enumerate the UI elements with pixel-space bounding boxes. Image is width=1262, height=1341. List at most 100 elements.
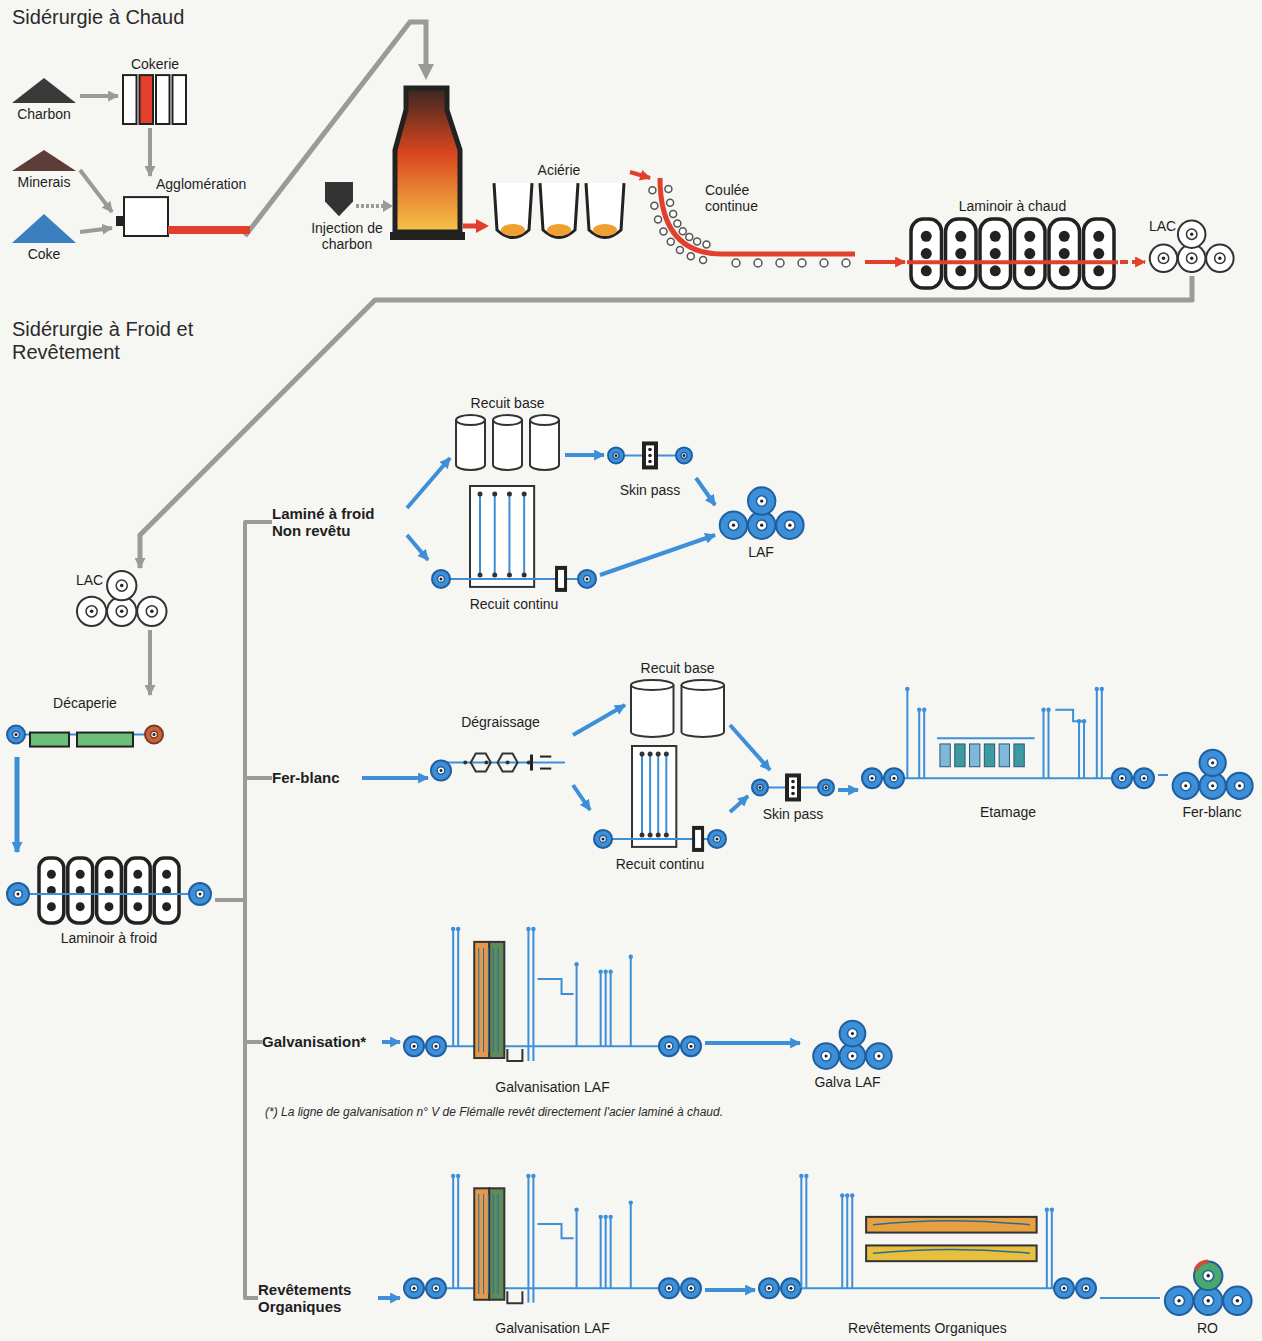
coil	[884, 768, 904, 788]
icon-stroke	[687, 1285, 695, 1293]
icon-stroke	[452, 1176, 454, 1288]
flow-arrow	[215, 522, 272, 900]
icon-stroke	[922, 708, 926, 712]
icon-stroke	[868, 774, 876, 782]
flow-arrow	[80, 228, 112, 232]
icon-stroke	[1024, 231, 1035, 242]
icon-stroke	[768, 1287, 771, 1290]
branch-title: Revêtements Organiques	[258, 1281, 373, 1316]
equipment-node: Recuit continu	[590, 742, 730, 872]
icon-stroke	[923, 710, 925, 778]
icon-stroke	[1207, 1274, 1210, 1277]
batch-furnace	[456, 420, 485, 470]
icon-stroke	[1078, 721, 1080, 778]
coil	[681, 1036, 701, 1056]
equipment-node: Recuit base	[450, 395, 565, 473]
icon-stroke	[410, 1285, 418, 1293]
icon-stroke	[1095, 687, 1099, 691]
icon-stroke	[150, 610, 154, 614]
icon-stroke	[630, 957, 632, 1046]
icon-stroke	[716, 837, 719, 840]
icon-stroke	[501, 224, 525, 236]
flow-arrow	[865, 260, 905, 264]
icon-stroke	[598, 969, 602, 973]
coil	[1165, 1286, 1193, 1314]
flow-arrow	[15, 757, 20, 852]
equipment-icon	[590, 742, 730, 872]
icon-stroke	[657, 754, 659, 835]
icon-stroke	[493, 948, 494, 1052]
coil	[7, 726, 25, 744]
tinning-cell	[940, 744, 950, 767]
icon-stroke	[537, 1224, 573, 1238]
coil	[578, 570, 596, 588]
icon-stroke	[1215, 253, 1225, 263]
icon-stroke	[1051, 1210, 1053, 1289]
icon-stroke	[151, 731, 158, 738]
icon-stroke	[508, 494, 510, 575]
coil	[659, 1036, 679, 1056]
icon-stroke	[648, 460, 652, 464]
icon-stroke	[630, 1203, 632, 1289]
icon-stroke	[537, 979, 573, 994]
icon-stroke	[555, 566, 567, 592]
icon-stroke	[682, 680, 725, 690]
flow-arrow	[140, 276, 1192, 568]
icon-stroke	[603, 969, 607, 973]
icon-stroke	[649, 754, 651, 835]
coal-silo	[325, 182, 353, 216]
icon-stroke	[168, 226, 250, 234]
icon-stroke	[851, 1195, 853, 1288]
flow-arrow	[1158, 774, 1168, 776]
icon-stroke	[841, 1195, 843, 1288]
icon-stroke	[921, 248, 932, 259]
icon-stroke	[791, 792, 795, 796]
tinning-cell	[1014, 744, 1024, 767]
node-label: Recuit continu	[616, 856, 705, 872]
node-label: Revêtements Organiques	[848, 1320, 1007, 1336]
coil	[759, 1278, 779, 1298]
icon-stroke	[547, 224, 571, 236]
icon-stroke	[765, 1285, 773, 1293]
node-label: Recuit continu	[470, 596, 559, 612]
icon-stroke	[1043, 710, 1045, 778]
icon-stroke	[791, 780, 795, 784]
equipment-node: Skin pass	[604, 430, 696, 498]
degreasing-tank	[498, 754, 518, 772]
icon-stroke	[507, 572, 512, 577]
icon-stroke	[874, 1051, 884, 1061]
coil	[862, 768, 882, 788]
node-label: Minerais	[18, 174, 71, 190]
icon-stroke	[646, 445, 654, 465]
coil	[866, 1043, 892, 1069]
coke-oven	[173, 75, 187, 124]
icon-stroke	[17, 893, 20, 896]
icon-stroke	[651, 202, 658, 209]
icon-stroke	[990, 248, 1001, 259]
icon-stroke	[1024, 265, 1035, 276]
icon-stroke	[776, 259, 784, 267]
icon-stroke	[162, 870, 171, 879]
equipment-node: Laminoir à froid	[3, 852, 215, 946]
flow-arrow	[600, 535, 715, 575]
icon-stroke	[76, 902, 85, 911]
icon-stroke	[488, 948, 489, 1052]
flow-arrow	[215, 900, 262, 1042]
coil	[1054, 1278, 1074, 1298]
flow-arrow	[80, 170, 112, 212]
icon-stroke	[484, 761, 488, 765]
icon-stroke	[14, 890, 22, 898]
icon-stroke	[196, 890, 204, 898]
branch-label: Laminé à froid Non revêtu	[272, 500, 407, 544]
flow-arrow	[382, 1040, 400, 1044]
icon-stroke	[840, 1193, 844, 1197]
icon-stroke	[665, 754, 667, 835]
icon-stroke	[759, 786, 762, 789]
icon-stroke	[576, 1210, 578, 1289]
equipment-node: Galvanisation LAF	[400, 925, 705, 1095]
icon-stroke	[435, 1045, 438, 1048]
icon-stroke	[668, 1287, 671, 1290]
icon-stroke	[603, 1215, 607, 1219]
icon-stroke	[1085, 1287, 1088, 1290]
